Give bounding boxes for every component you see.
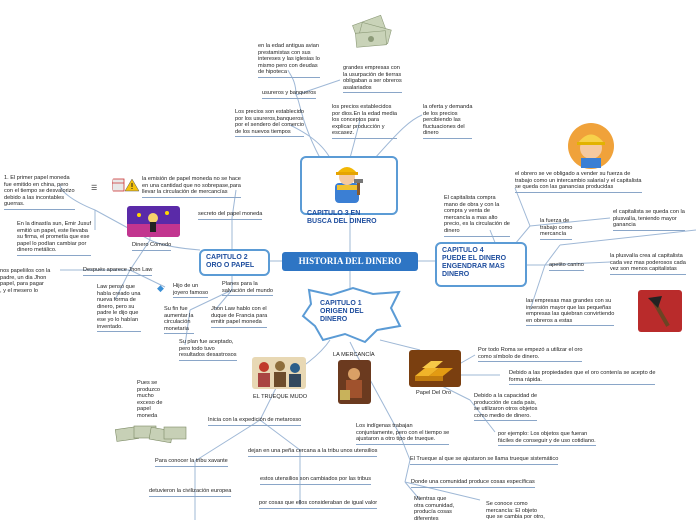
money-stack-image (114, 425, 187, 444)
c1-ajustaron-text: El Trueque al que se ajustaron se llama … (410, 456, 559, 465)
chapter-4-box[interactable]: CAPITULO 4 PUEDE EL DINERO ENGENDRAR MAS… (435, 242, 527, 287)
c1-inicia-text: Inicia con la expedición de metarosso (208, 417, 302, 426)
warning-icon (112, 178, 140, 192)
c2-sung-text: En la dinastía sun, Emir Jusuf emitió un… (17, 221, 91, 256)
c2-john-law-text: Después aparece Jhon Law (83, 267, 153, 276)
table-icon: ☰ (91, 185, 98, 192)
axe-icon (638, 290, 682, 332)
money-icon (352, 14, 392, 48)
c2-su-plan-text: Su plan fue aceptado, pero todo tuvo res… (179, 339, 237, 361)
c3-usureros-text: usureros y banqueros (262, 90, 317, 99)
c3-empresas-text: grandes empresas con la usurpación de ti… (343, 65, 402, 94)
worker-avatar-icon (568, 123, 614, 169)
c2-law-thought-text: Law pensó que había creado una nueva for… (97, 284, 141, 333)
c2-planes-text: Planes para la salvación del mundo (222, 281, 273, 297)
c1-capacidad-text: Debido a la capacidad de producción de c… (474, 393, 538, 422)
c3-precios-dios-text: los precios establecidos por dios.En la … (332, 104, 397, 139)
c2-emission-text: la emisión de papel moneda no se hace en… (142, 176, 241, 198)
c2-secret-text: secreto del papel moneda (198, 211, 263, 220)
c1-mientras-text: Mientras que otra comunidad, producía co… (414, 496, 455, 522)
c1-dejan-text: dejan en una peña cercana a la tribu uno… (248, 448, 378, 457)
c1-roma-text: Por todo Roma se empezó a utilizar el or… (478, 347, 583, 363)
c1-propiedades-text: Debido a las propiedades que el oro cont… (509, 370, 656, 386)
c3-precios-usureros-text: Los precios son establecido por los usur… (235, 109, 305, 138)
c4-fuerza-text: la fuerza de trabajo como mercancía (540, 218, 573, 240)
c4-capitalista-text: El capitalista compra mano de obra y con… (444, 195, 510, 237)
c4-empresas-text: las empresas mas grandes con su inversió… (526, 298, 615, 327)
merchandise-image (338, 360, 371, 404)
c4-plusvalia2-text: la plusvalía crea al capitalista cada ve… (610, 253, 686, 275)
c2-dinero-comodo-text: Dinero Cómodo (132, 242, 172, 251)
c1-tribu-text: Para conocer la tribu xavante (155, 458, 228, 467)
c2-duque-text: Jhon Law hablo con el duque de Francia p… (211, 306, 268, 328)
comfort-money-image (127, 206, 180, 237)
c1-estos-text: estos utensilios son cambiados por las t… (260, 476, 371, 485)
gem-icon: ◆ (157, 283, 164, 293)
chapter-1-label[interactable]: CAPITULO 1 ORIGEN DEL DINERO (320, 300, 364, 323)
c2-china-text: 1. El primer papel moneda fue emitido en… (4, 175, 75, 210)
c1-comunidad-text: Donde una comunidad produce cosas especí… (411, 479, 535, 488)
barter-image (252, 357, 306, 389)
c4-obrero-text: el obrero se ve obligado a vender su fue… (515, 171, 642, 193)
chapter-2-box[interactable]: CAPITULO 2 ORO O PAPEL (199, 249, 270, 276)
c3-prestamistas-text: en la edad antigua avian prestamistas co… (258, 43, 320, 78)
c1-papel-oro-text: Papel Del Oro (416, 390, 452, 396)
c4-plusvalia-text: el capitalista se queda con la plusvalía… (613, 209, 685, 231)
worker-icon (335, 167, 363, 203)
c1-mercancia-text: LA MERCANCÍA (333, 352, 375, 358)
c1-se-conoce-text: Se conoce como mercancía: El objeto que … (486, 501, 545, 521)
c1-civilizacion-text: detuvieron la civilización europea (149, 488, 232, 497)
gold-icon (409, 350, 461, 387)
c3-oferta-text: la oferta y demanda de los precios perci… (423, 104, 473, 139)
c2-son-text: Hijo de un joyero famoso (173, 283, 209, 299)
c1-pues-text: Pues se produzco mucho exceso de papel m… (137, 380, 163, 419)
c2-su-fin-text: Su fin fue aumentar la circulación monet… (164, 306, 194, 335)
c1-ejemplo-text: por ejemplo: Los objetos que fueran fáci… (498, 431, 596, 447)
c4-apetito-text: apetito canino (549, 262, 584, 271)
central-topic[interactable]: HISTORIA DEL DINERO (282, 252, 418, 271)
chapter-1-star-shape (301, 286, 402, 344)
c1-indigenas-text: Los indígenas trabajan conjuntamente, pe… (356, 423, 450, 445)
c1-por-cosas-text: por cosas que ellos consideraban de igua… (259, 500, 378, 509)
c2-left-cut-text: nos papeliilos con la padre, un dia Jhon… (0, 268, 51, 294)
c1-trueque-text: EL TRUEQUE MUDO (253, 394, 308, 400)
